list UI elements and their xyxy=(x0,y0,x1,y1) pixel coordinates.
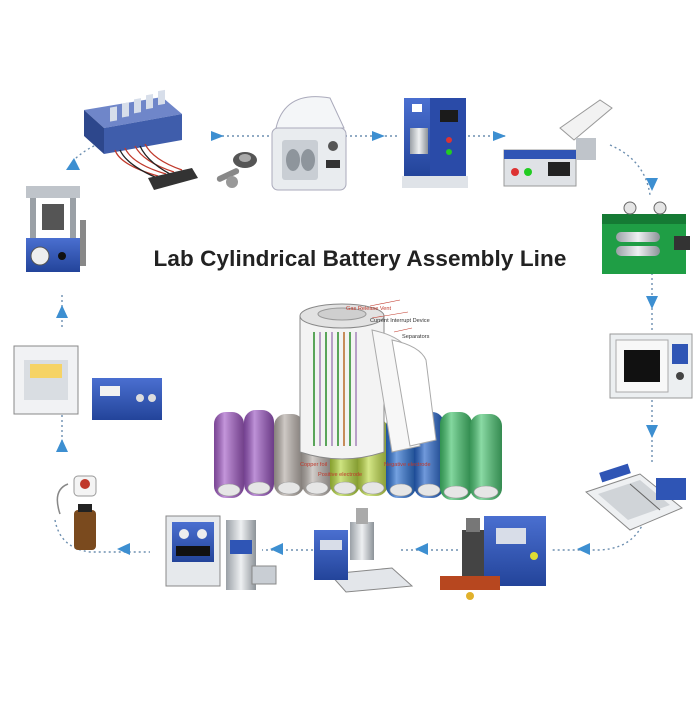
arrow-icon xyxy=(66,158,80,170)
arrow-icon xyxy=(270,543,283,555)
label-current-interrupt-device: Current Interrupt Device xyxy=(370,318,430,324)
film-coater xyxy=(503,99,613,187)
vacuum-sealing-station xyxy=(13,345,162,420)
label-positive-electrode: Positive electrode xyxy=(318,472,362,478)
arrow-icon xyxy=(646,178,658,191)
battery-cutaway xyxy=(299,299,437,460)
cylindrical-battery-group: Gas Release Vent Current Interrupt Devic… xyxy=(214,299,502,500)
rolling-press xyxy=(602,201,690,274)
arrow-icon xyxy=(646,296,658,309)
slitting-machine xyxy=(585,463,686,531)
arrow-icon xyxy=(493,131,506,141)
arrow-icon xyxy=(56,305,68,318)
battery-tester-machine xyxy=(84,89,198,190)
arrow-icon xyxy=(56,439,68,452)
hydraulic-crimper xyxy=(26,186,86,272)
arrow-icon xyxy=(117,543,130,555)
arrow-icon xyxy=(211,131,224,141)
vacuum-oven xyxy=(609,333,693,399)
electrolyte-dispenser xyxy=(56,475,97,550)
spot-welder xyxy=(440,516,546,600)
arrow-icon xyxy=(577,543,590,555)
mill-jar-parts xyxy=(216,152,257,188)
flow-arrows xyxy=(56,131,658,555)
label-negative-electrode: Negative electrode xyxy=(384,462,431,468)
label-copper-foil: Copper foil xyxy=(300,462,327,468)
diagram-title: Lab Cylindrical Battery Assembly Line xyxy=(153,246,567,271)
arrow-icon xyxy=(646,425,658,438)
battery-part-labels: Gas Release Vent Current Interrupt Devic… xyxy=(300,306,431,478)
label-separators: Separators xyxy=(402,334,430,340)
label-gas-release-vent: Gas Release Vent xyxy=(346,306,392,312)
planetary-ball-mill xyxy=(271,96,347,191)
battery-cells xyxy=(214,410,502,500)
grooving-machine xyxy=(314,508,414,593)
arrow-icon xyxy=(415,543,428,555)
vacuum-mixer xyxy=(402,98,468,188)
sealing-machine xyxy=(165,515,277,590)
arrow-icon xyxy=(372,131,385,141)
